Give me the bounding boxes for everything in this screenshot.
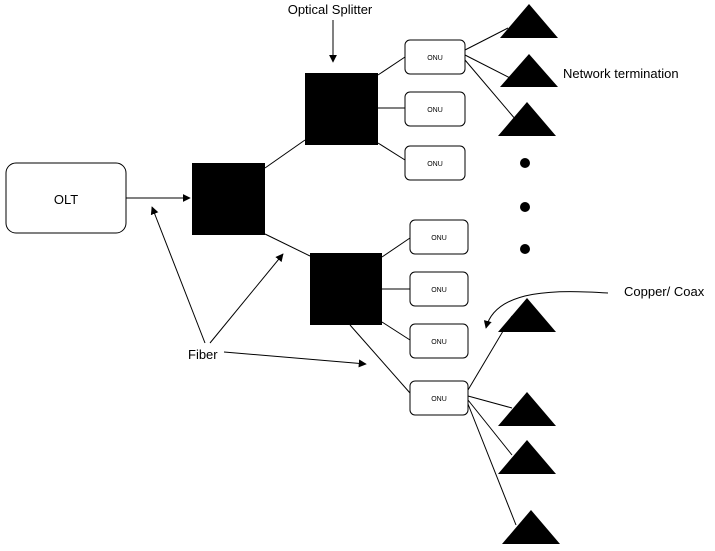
network-termination-triangle (498, 440, 556, 474)
onu-node: ONU (409, 380, 469, 416)
fiber-link (377, 142, 406, 161)
onu-label: ONU (427, 161, 443, 168)
onu-label: ONU (431, 287, 447, 294)
onu-label: ONU (431, 235, 447, 242)
olt-label: OLT (54, 192, 78, 207)
copper-link (464, 54, 511, 79)
network-termination-triangle (498, 298, 556, 332)
onu-node: ONU (404, 39, 466, 75)
onu-label: ONU (427, 55, 443, 62)
onu-label: ONU (431, 396, 447, 403)
optical-splitter-label: Optical Splitter (288, 2, 373, 17)
onu-node: ONU (404, 91, 466, 127)
olt-node: OLT (5, 162, 127, 234)
ellipsis-dot (520, 244, 530, 254)
network-termination-triangle (498, 102, 556, 136)
fiber-link-upper (264, 139, 306, 169)
network-termination-label: Network termination (563, 66, 679, 81)
network-termination-triangle (498, 392, 556, 426)
fiber-link (349, 324, 411, 394)
fiber-arrow (209, 253, 284, 344)
network-termination-triangle (500, 4, 558, 38)
copper-coax-label: Copper/ Coax (624, 284, 705, 299)
upper-splitter (305, 73, 378, 145)
copper-link (467, 403, 517, 526)
network-termination-triangle (500, 54, 558, 87)
fiber-link (381, 321, 411, 341)
fiber-arrow (223, 351, 367, 368)
main-splitter (192, 163, 265, 235)
fiber-link (381, 237, 411, 258)
onu-label: ONU (431, 339, 447, 346)
fiber-link-lower (264, 233, 311, 257)
copper-link (464, 27, 509, 51)
onu-node: ONU (409, 271, 469, 307)
ellipsis-dot (520, 158, 530, 168)
fiber-arrow (150, 206, 206, 344)
copper-link (467, 395, 513, 409)
ellipsis-dot (520, 202, 530, 212)
fiber-label: Fiber (188, 347, 218, 362)
onu-label: ONU (427, 107, 443, 114)
network-termination-triangle (502, 510, 560, 544)
lower-splitter (310, 253, 382, 325)
copper-coax-arrow (483, 291, 609, 329)
copper-link (464, 59, 517, 121)
onu-node: ONU (409, 219, 469, 255)
onu-node: ONU (409, 323, 469, 359)
fiber-link (377, 56, 406, 76)
copper-link (467, 399, 513, 456)
onu-node: ONU (404, 145, 466, 181)
